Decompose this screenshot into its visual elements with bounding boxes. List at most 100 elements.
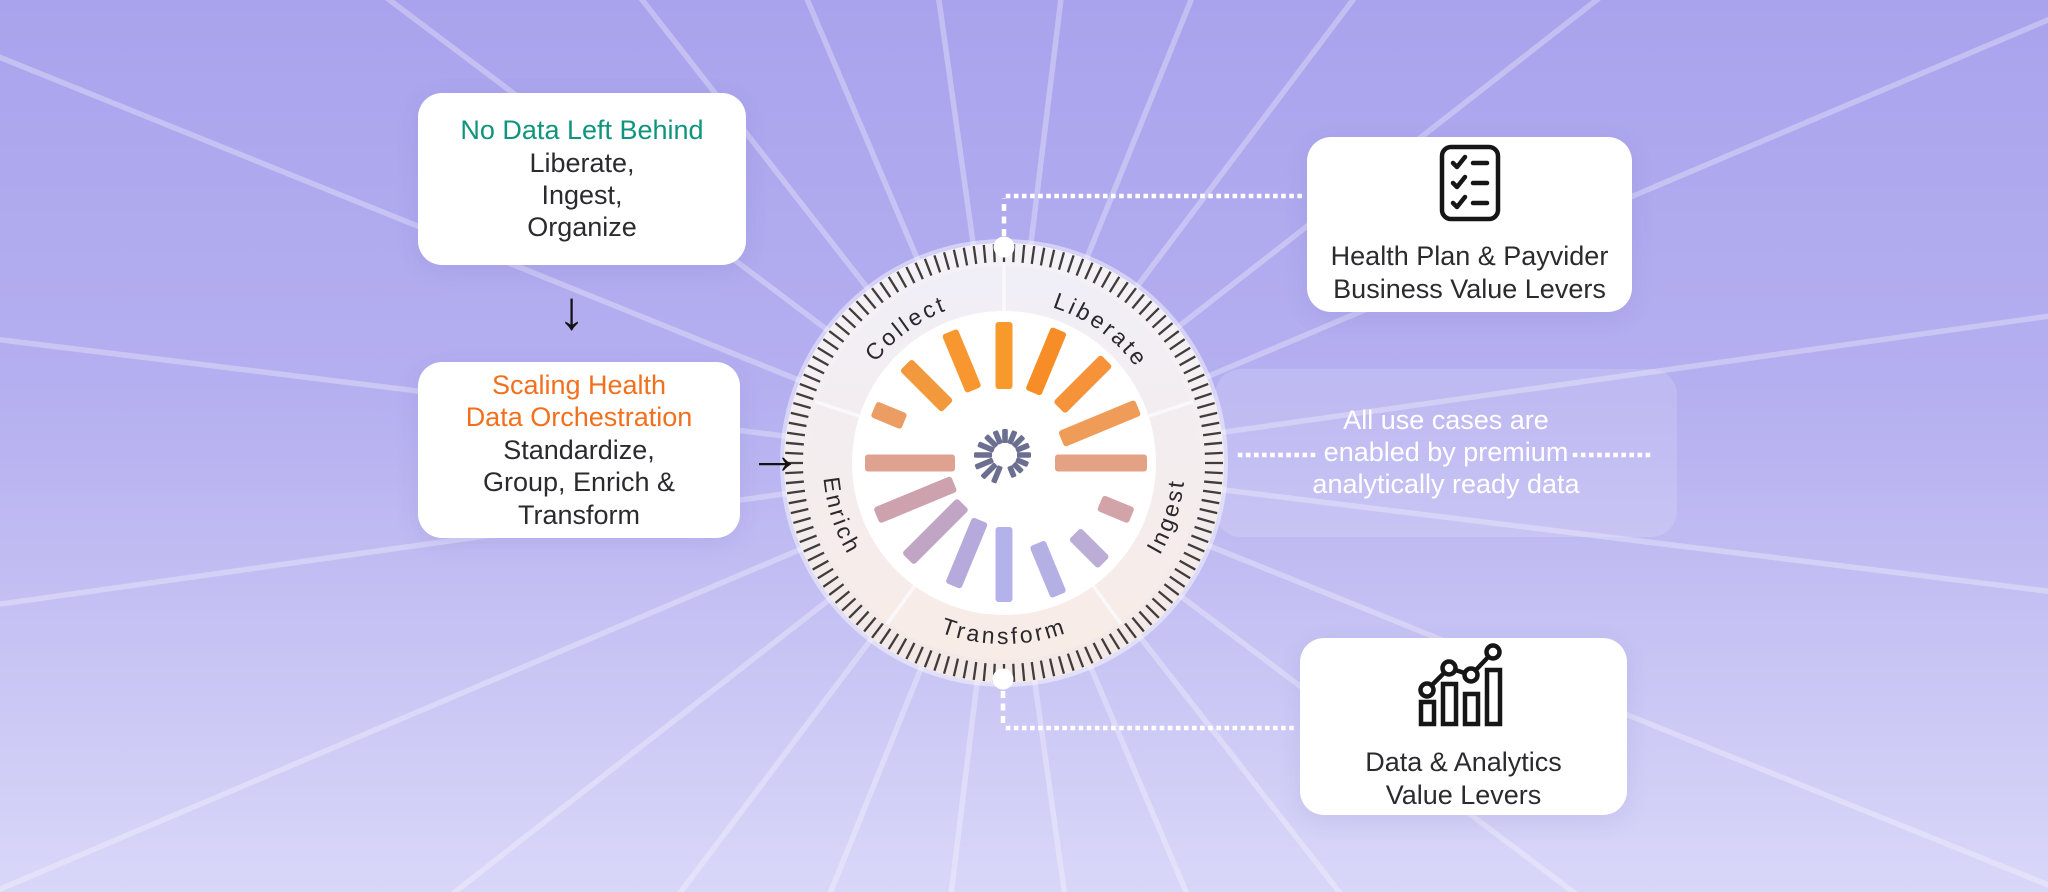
- wheel-segment-divider: [1148, 399, 1194, 418]
- wheel-tick: [962, 247, 969, 266]
- card-text-line: Health Plan & Payvider: [1330, 241, 1609, 272]
- wheel-tick: [1201, 498, 1220, 505]
- right-arrow: →: [748, 425, 802, 485]
- wheel-tick: [1197, 516, 1215, 525]
- wheel-tick: [785, 480, 804, 485]
- wheel-tick: [1187, 543, 1205, 553]
- card-title-line: Scaling Health: [491, 370, 667, 401]
- wheel-segment-divider: [885, 584, 917, 626]
- wheel-tick: [1131, 616, 1145, 633]
- note-line: enabled by premium: [1323, 437, 1569, 468]
- wheel-tick: [1100, 271, 1112, 288]
- wheel-tick: [1151, 597, 1167, 612]
- wheel-tick: [952, 658, 960, 677]
- wheel-tick: [1194, 392, 1213, 401]
- wheel-tick: [1116, 281, 1129, 298]
- wheel-bar: [900, 359, 953, 412]
- wheel-bar: [903, 499, 968, 564]
- wheel-tick: [1145, 307, 1160, 322]
- wheel-tick: [1202, 489, 1222, 495]
- wheel-tick: [795, 392, 814, 401]
- wheel-tick: [923, 258, 933, 276]
- spinner-spoke: [974, 452, 992, 458]
- spinner-spoke: [1015, 457, 1029, 467]
- wheel-spiral-bars: [865, 322, 1147, 602]
- wheel-tick: [982, 244, 987, 263]
- card-text-line: Business Value Levers: [1333, 273, 1606, 304]
- wheel-tick: [1169, 338, 1186, 351]
- wheel-tick: [790, 411, 809, 419]
- wheel-bar: [1055, 454, 1147, 472]
- checklist-icon: [1439, 144, 1501, 222]
- wheel-tick: [790, 507, 809, 515]
- spinner-spoke: [1017, 452, 1031, 458]
- spinner-spoke: [974, 457, 994, 470]
- spinner-spoke: [1007, 465, 1017, 478]
- wheel-tick: [855, 610, 870, 626]
- wheel-tick: [799, 534, 817, 544]
- wheel-tick: [785, 441, 804, 446]
- health-plan-value-levers-card: Health Plan & Payvider Business Value Le…: [1307, 137, 1632, 312]
- wheel-tick: [952, 249, 960, 268]
- spinner-spoke: [1007, 430, 1018, 445]
- wheel-tick: [1163, 330, 1180, 343]
- card-body-line: Standardize,: [503, 434, 655, 465]
- wheel-bar: [995, 527, 1013, 602]
- wheel-bar: [865, 454, 955, 472]
- use-cases-note-card: All use cases are enabled by premium ana…: [1215, 369, 1677, 537]
- wheel-tick: [841, 597, 857, 612]
- wheel-tick: [1191, 382, 1209, 392]
- wheel-tick: [933, 254, 942, 273]
- wheel-tick: [992, 244, 996, 263]
- wheel-tick: [871, 622, 884, 639]
- wheel-bar: [995, 322, 1013, 389]
- card-body-line: Transform: [517, 499, 640, 530]
- wheel-tick: [1057, 656, 1066, 674]
- wheel-tick: [972, 245, 978, 265]
- wheel-tick: [834, 590, 851, 604]
- wheel-bar: [871, 402, 907, 429]
- wheel-bar: [1069, 528, 1109, 568]
- wheel-tick: [1108, 276, 1121, 293]
- wheel-tick: [848, 307, 863, 322]
- wheel-tick: [1124, 287, 1137, 304]
- wheel-tick: [871, 287, 884, 304]
- spinner-spoke: [1012, 462, 1024, 474]
- wheel-tick: [1179, 355, 1196, 367]
- wheel-tick: [942, 656, 951, 674]
- wheel-tick: [887, 633, 900, 650]
- wheel-tick: [914, 646, 924, 664]
- spinner-spoke: [984, 434, 998, 448]
- wheel-tick: [1199, 507, 1218, 515]
- wheel-tick: [1157, 322, 1174, 336]
- wheel-tick: [1138, 610, 1153, 626]
- wheel-tick: [1202, 431, 1222, 437]
- wheel-center-spinner-icon: [974, 429, 1031, 484]
- spinner-spoke: [992, 430, 1003, 445]
- wheel-tick: [1030, 661, 1036, 681]
- wheel-tick: [1145, 604, 1160, 619]
- wheel-tick: [1191, 534, 1209, 544]
- wheel-tick: [1197, 401, 1215, 410]
- spinner-spoke: [1015, 442, 1030, 453]
- wheel-tick: [788, 421, 807, 428]
- wheel-tick: [828, 583, 845, 596]
- down-arrow: ↓: [558, 281, 585, 341]
- wheel-tick: [1124, 622, 1137, 639]
- scaling-health-card: Scaling Health Data Orchestration Standa…: [418, 362, 740, 538]
- wheel-tick: [822, 575, 839, 588]
- wheel-tick: [1066, 653, 1075, 672]
- note-line: All use cases are: [1343, 405, 1549, 436]
- wheel-tick: [788, 498, 807, 505]
- wheel-tick: [1157, 590, 1174, 604]
- card-text-line: Value Levers: [1385, 779, 1542, 810]
- wheel-tick: [896, 271, 908, 288]
- wheel-tick: [786, 431, 806, 437]
- wheel-tick: [1174, 346, 1191, 359]
- wheel-tick: [1039, 660, 1046, 679]
- note-line: analytically ready data: [1312, 468, 1580, 499]
- wheel-tick: [1183, 551, 1201, 562]
- wheel-tick: [828, 330, 845, 343]
- wheel-bar: [1054, 355, 1112, 413]
